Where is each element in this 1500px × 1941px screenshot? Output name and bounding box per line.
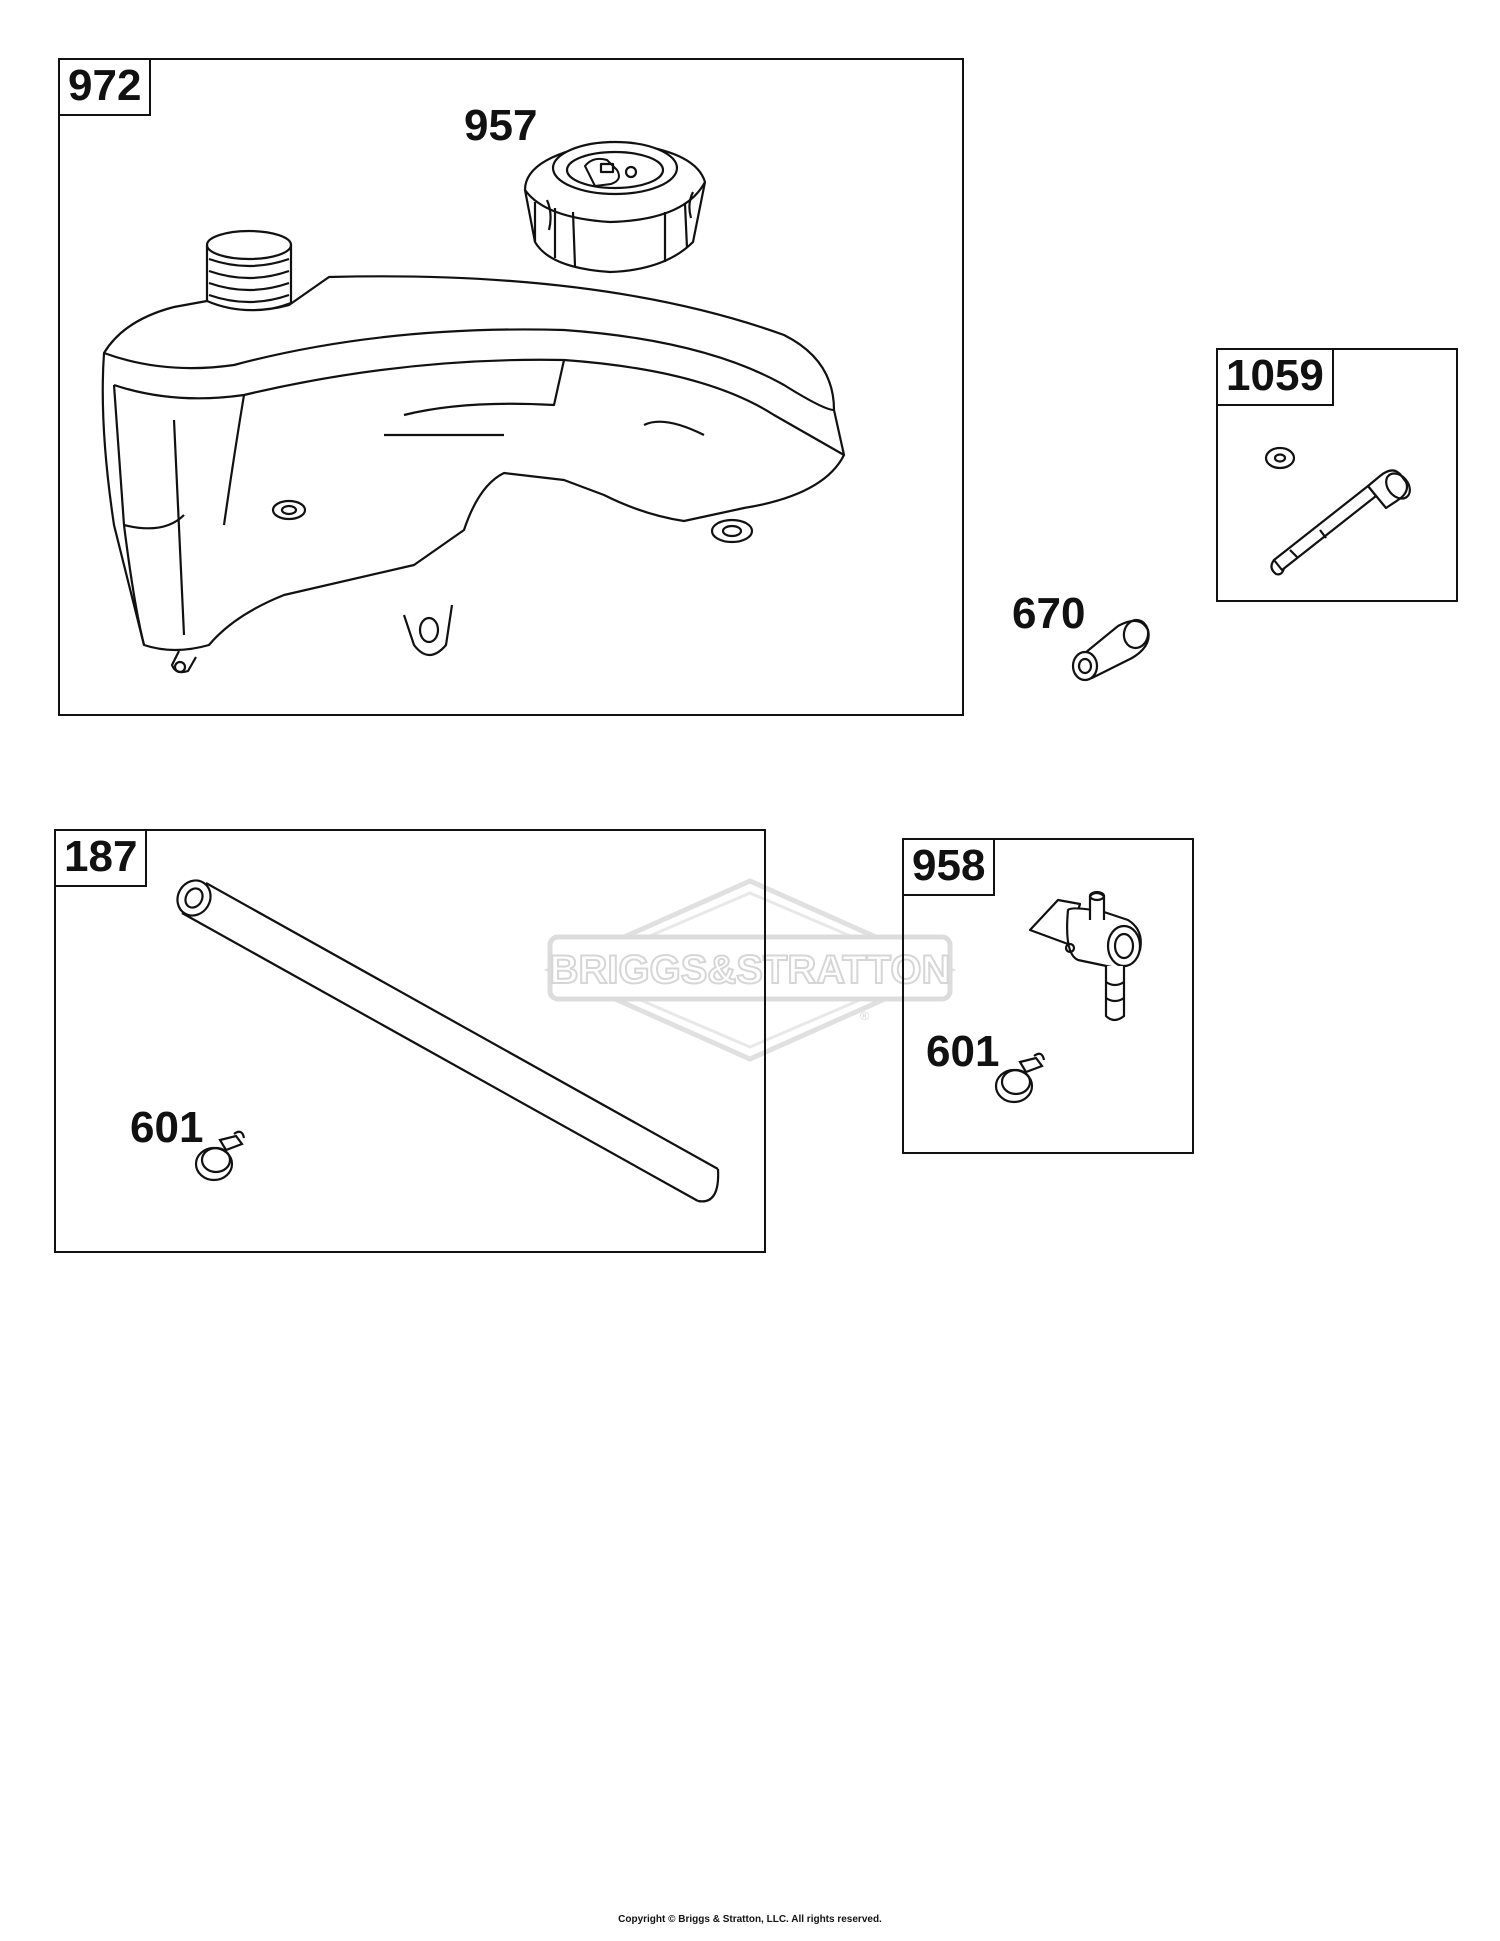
washer-and-bolt-icon[interactable] — [1260, 430, 1440, 580]
panel-tag-1059: 1059 — [1216, 348, 1334, 406]
panel-1059: 1059 — [1216, 348, 1458, 602]
panel-187: 187 — [54, 829, 766, 1253]
panel-tag-972: 972 — [58, 58, 152, 116]
copyright-text: Copyright © Briggs & Stratton, LLC. All … — [618, 1914, 882, 1925]
valve-icon[interactable] — [1028, 890, 1168, 1025]
washer-icon — [1264, 446, 1296, 470]
briggs-stratton-watermark: BRIGGS&STRATTON ® — [543, 878, 957, 1062]
panel-958: 958 — [902, 838, 1194, 1154]
fuel-tank-icon[interactable] — [84, 225, 924, 685]
callout-601-valve: 601 — [926, 1027, 1000, 1076]
clamp-icon-valve[interactable] — [990, 1046, 1060, 1108]
watermark-text: BRIGGS&STRATTON — [550, 948, 951, 992]
bolt-icon — [1270, 469, 1411, 576]
fuel-line-icon[interactable] — [170, 875, 730, 1215]
panel-tag-958: 958 — [902, 838, 996, 896]
fuel-cap-icon[interactable] — [515, 130, 715, 285]
callout-601-line: 601 — [130, 1103, 204, 1152]
callout-957: 957 — [464, 101, 538, 150]
callout-670: 670 — [1012, 589, 1086, 638]
panel-tag-187: 187 — [54, 829, 148, 887]
spacer-icon[interactable] — [1068, 604, 1168, 684]
registered-mark: ® — [860, 1009, 869, 1023]
panel-972: 972 — [58, 58, 964, 716]
clamp-icon[interactable] — [190, 1124, 260, 1186]
